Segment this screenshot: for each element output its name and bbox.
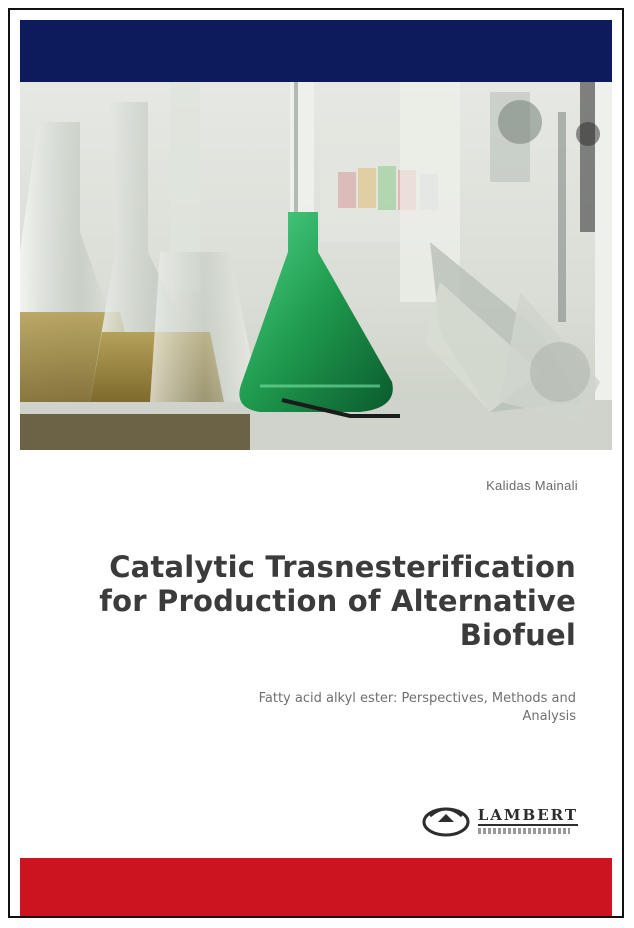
book-title-line-1: Catalytic Trasnesterification [109, 550, 576, 584]
publisher-tagline-decoration [477, 828, 570, 834]
lambert-logo-icon [422, 807, 470, 837]
book-cover: Kalidas Mainali Catalytic Trasnesterific… [8, 8, 624, 918]
book-title-line-2: for Production of Alternative [99, 584, 576, 618]
publisher-block: LAMBERT [420, 802, 578, 838]
book-title: Catalytic Trasnesterification for Produc… [56, 550, 576, 652]
lab-glassware-illustration [20, 82, 612, 450]
book-subtitle-line-1: Fatty acid alkyl ester: Perspectives, Me… [258, 691, 576, 706]
book-subtitle-line-2: Analysis [522, 709, 576, 724]
bottom-color-band [20, 858, 612, 916]
book-subtitle: Fatty acid alkyl ester: Perspectives, Me… [116, 690, 576, 726]
cover-photo-lab-glassware [20, 82, 612, 450]
author-name: Kalidas Mainali [486, 478, 578, 493]
book-title-line-3: Biofuel [459, 618, 576, 652]
publisher-name: LAMBERT [477, 806, 578, 826]
top-color-band [20, 20, 612, 82]
